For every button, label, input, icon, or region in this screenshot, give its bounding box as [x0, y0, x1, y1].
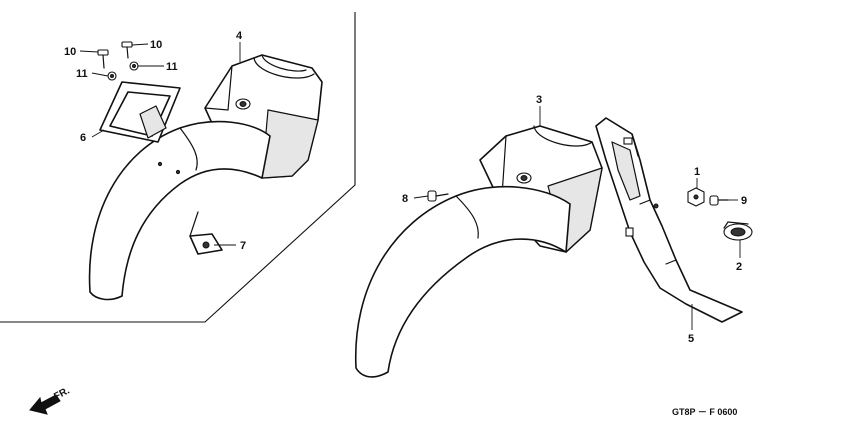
callout-1: 1	[694, 166, 700, 178]
washer-11-left-hole	[110, 74, 114, 78]
bolt-8	[427, 190, 449, 202]
reflector-plate	[99, 81, 181, 143]
grommet-center-right	[520, 175, 528, 181]
callout-10-right: 10	[150, 39, 162, 51]
callout-6: 6	[80, 132, 86, 144]
screw-9	[709, 195, 729, 206]
inner-fender-slot-b	[625, 227, 634, 237]
clip-hole	[202, 241, 210, 249]
inner-fender-hole	[653, 203, 659, 209]
callout-11-right: 11	[166, 61, 178, 73]
right-front-fender-assembly	[354, 117, 753, 378]
grommet-2	[723, 221, 753, 241]
callout-7: 7	[240, 240, 246, 252]
front-direction-label: FR.	[52, 385, 72, 402]
mount-hole-b	[175, 169, 181, 175]
leader-lines	[79, 42, 741, 330]
callout-4: 4	[236, 30, 243, 42]
callout-2: 2	[736, 261, 742, 273]
callout-8: 8	[402, 193, 408, 205]
grommet-center	[239, 101, 247, 107]
screw-10-right	[121, 41, 133, 59]
document-code: GT8P － F 0600	[672, 407, 737, 417]
front-direction-arrow-icon	[29, 394, 61, 415]
front-fender-right	[354, 185, 571, 378]
rear-inner-fender	[595, 117, 743, 323]
callout-5: 5	[688, 333, 694, 345]
callout-10-left: 10	[64, 46, 76, 58]
front-direction-marker: FR.	[29, 385, 72, 415]
callout-11-left: 11	[76, 68, 88, 80]
mount-hole-a	[157, 161, 163, 167]
screw-10-left	[97, 49, 109, 69]
washer-11-right-hole	[132, 64, 136, 68]
callout-9: 9	[741, 195, 747, 207]
inner-fender-slot-a	[623, 137, 633, 145]
nut-1	[687, 187, 705, 207]
callout-3: 3	[536, 94, 542, 106]
left-front-fender-assembly	[88, 41, 323, 301]
fender-clip	[189, 211, 223, 255]
front-fender-left	[88, 120, 271, 301]
inset-frame	[0, 12, 356, 323]
